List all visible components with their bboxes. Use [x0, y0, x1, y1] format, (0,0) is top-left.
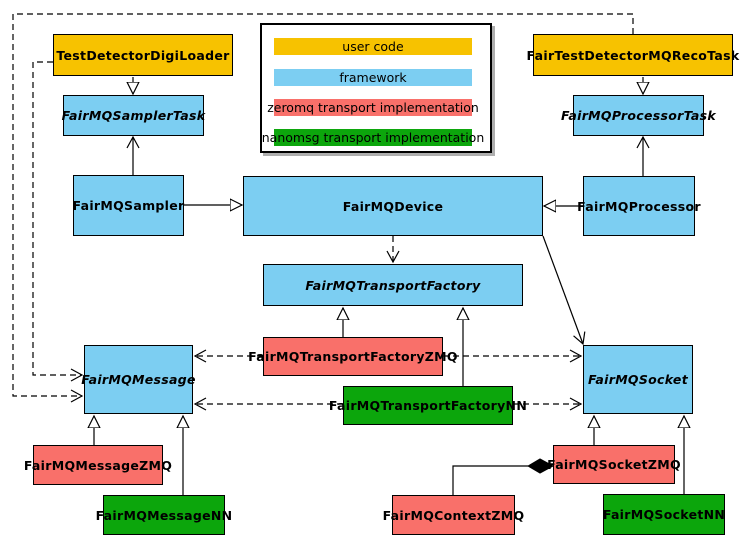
class-fair-mq-transport-factory: FairMQTransportFactory	[263, 264, 523, 306]
legend-item-framework: framework	[274, 69, 472, 86]
class-fair-mq-processor-task: FairMQProcessorTask	[561, 95, 716, 136]
class-fair-mq-message-zmq: FairMQMessageZMQ	[24, 445, 172, 485]
class-fair-mq-message-nn: FairMQMessageNN	[96, 495, 232, 535]
class-fair-mq-sampler-task: FairMQSamplerTask	[62, 95, 205, 136]
class-fair-mq-message: FairMQMessage	[81, 345, 196, 414]
class-fair-mq-context-zmq: FairMQContextZMQ	[383, 495, 524, 535]
class-fair-mq-socket-nn: FairMQSocketNN	[603, 494, 725, 535]
class-fair-mq-device: FairMQDevice	[243, 176, 543, 236]
class-fair-mq-transport-factory-zmq: FairMQTransportFactoryZMQ	[248, 337, 458, 376]
legend-item-user-code: user code	[274, 38, 472, 55]
legend-item-zeromq: zeromq transport implementation	[267, 99, 479, 116]
class-fair-test-detector-mq-reco-task: FairTestDetectorMQRecoTask	[527, 34, 739, 76]
class-fair-mq-socket-zmq: FairMQSocketZMQ	[547, 445, 681, 484]
class-fair-mq-transport-factory-nn: FairMQTransportFactoryNN	[329, 386, 527, 425]
class-fair-mq-socket: FairMQSocket	[583, 345, 693, 414]
legend-item-nanomsg: nanomsg transport implementation	[261, 129, 485, 146]
legend: user code framework zeromq transport imp…	[260, 23, 492, 153]
class-test-detector-digi-loader: TestDetectorDigiLoader	[53, 34, 233, 76]
class-fair-mq-processor: FairMQProcessor	[577, 176, 701, 236]
class-fair-mq-sampler: FairMQSampler	[73, 175, 184, 236]
